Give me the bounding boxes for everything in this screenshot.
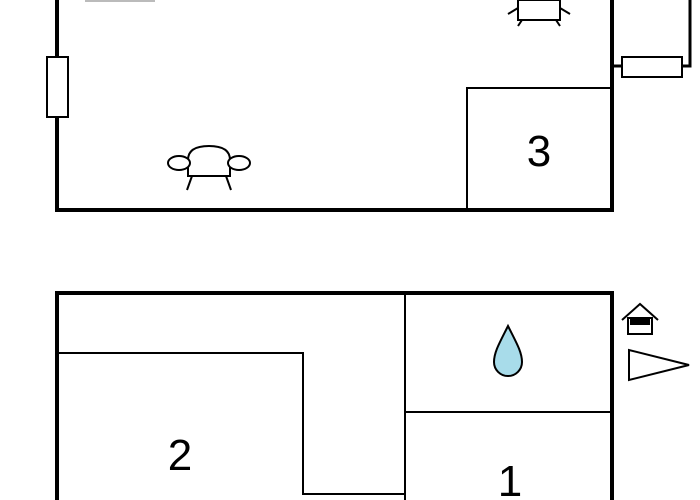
room-3-wall bbox=[466, 87, 612, 210]
armchair-icon bbox=[167, 144, 251, 191]
room-2-label: 2 bbox=[168, 431, 192, 480]
chair-icon bbox=[507, 0, 571, 27]
water-drop-icon bbox=[492, 323, 524, 377]
window-icon bbox=[46, 56, 69, 118]
room-1-label: 1 bbox=[498, 457, 522, 500]
window-icon bbox=[621, 56, 683, 78]
lower-floor: 2 1 bbox=[55, 291, 690, 500]
upper-floor: 3 bbox=[46, 0, 692, 212]
room-2-wall bbox=[59, 352, 405, 495]
house-icon bbox=[621, 302, 659, 335]
compass-arrow-icon bbox=[628, 348, 690, 382]
lower-floor-outer-wall bbox=[55, 291, 614, 500]
room-3-label: 3 bbox=[527, 127, 551, 176]
upper-floor-outer-wall bbox=[55, 0, 614, 212]
